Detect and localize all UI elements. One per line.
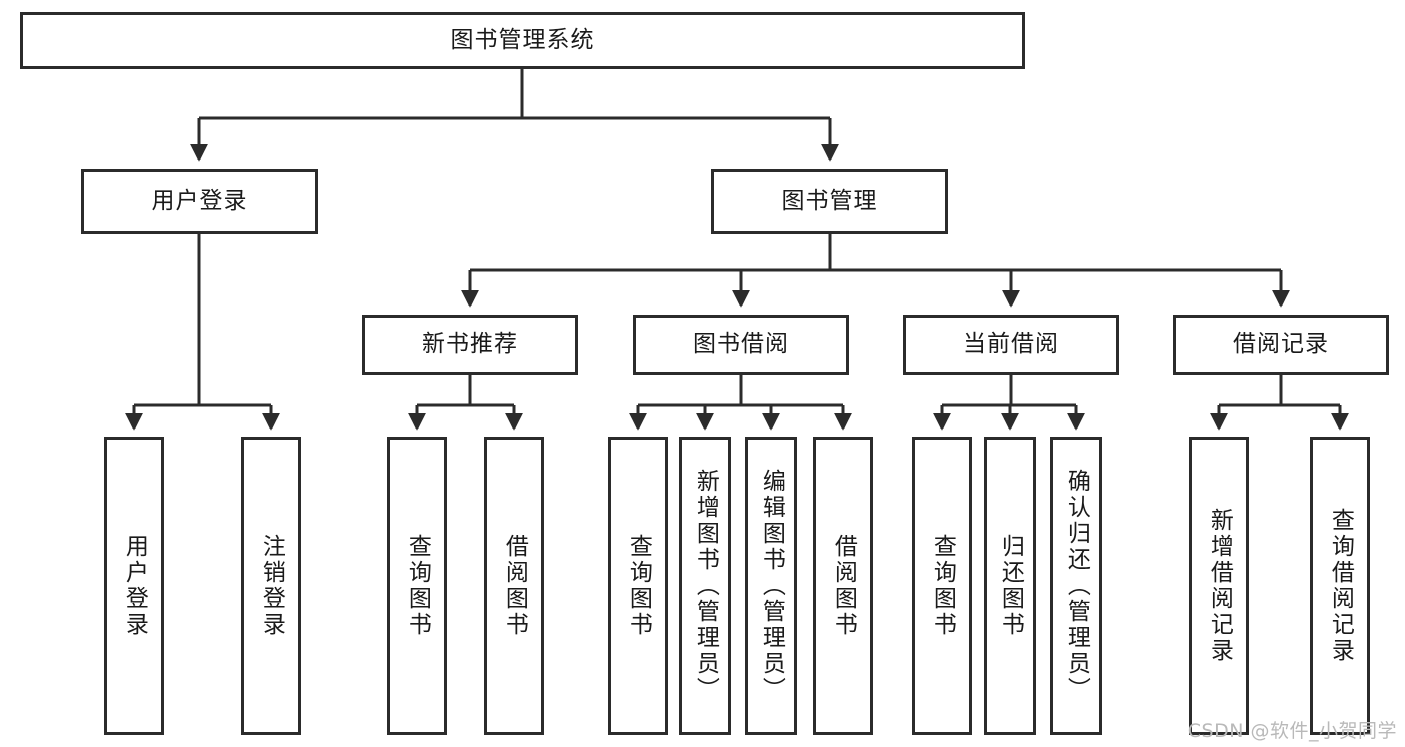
node-leaf-query-book-3[interactable]: 查询图书: [912, 437, 972, 735]
node-borrow-record-label: 借阅记录: [1233, 331, 1329, 358]
node-leaf-borrow-book-2[interactable]: 借阅图书: [813, 437, 873, 735]
node-borrow-record[interactable]: 借阅记录: [1173, 315, 1389, 375]
watermark: CSDN @软件_小贺同学: [1187, 720, 1397, 742]
node-user-login-label: 用户登录: [151, 187, 248, 214]
node-current-borrow[interactable]: 当前借阅: [903, 315, 1119, 375]
node-user-login[interactable]: 用户登录: [81, 169, 318, 234]
node-leaf-query-book-1[interactable]: 查询图书: [387, 437, 447, 735]
node-book-borrow[interactable]: 图书借阅: [633, 315, 849, 375]
node-root-label: 图书管理系统: [450, 26, 595, 53]
node-leaf-add-record[interactable]: 新增借阅记录: [1189, 437, 1249, 735]
node-leaf-borrow-book-1-label: 借阅图书: [501, 534, 528, 638]
node-leaf-query-book-1-label: 查询图书: [404, 534, 431, 638]
node-book-manage-label: 图书管理: [781, 187, 878, 214]
node-leaf-query-book-2-label: 查询图书: [625, 534, 652, 638]
node-leaf-query-record[interactable]: 查询借阅记录: [1310, 437, 1370, 735]
node-leaf-return-book[interactable]: 归还图书: [984, 437, 1036, 735]
node-leaf-user-login-label: 用户登录: [121, 534, 148, 638]
node-leaf-query-book-3-label: 查询图书: [929, 534, 956, 638]
node-new-book-recommend[interactable]: 新书推荐: [362, 315, 578, 375]
node-leaf-query-book-2[interactable]: 查询图书: [608, 437, 668, 735]
node-root[interactable]: 图书管理系统: [20, 12, 1025, 69]
node-leaf-return-book-label: 归还图书: [997, 534, 1024, 638]
node-leaf-add-book[interactable]: 新增图书（管理员）: [679, 437, 731, 735]
node-leaf-borrow-book-1[interactable]: 借阅图书: [484, 437, 544, 735]
node-leaf-confirm-return-label: 确认归还（管理员）: [1063, 469, 1090, 703]
node-leaf-add-book-label: 新增图书（管理员）: [692, 469, 719, 703]
node-leaf-edit-book[interactable]: 编辑图书（管理员）: [745, 437, 797, 735]
node-leaf-user-logout-label: 注销登录: [258, 534, 285, 638]
node-leaf-user-login[interactable]: 用户登录: [104, 437, 164, 735]
node-new-book-recommend-label: 新书推荐: [422, 331, 518, 358]
node-leaf-user-logout[interactable]: 注销登录: [241, 437, 301, 735]
node-current-borrow-label: 当前借阅: [963, 331, 1059, 358]
node-leaf-confirm-return[interactable]: 确认归还（管理员）: [1050, 437, 1102, 735]
node-leaf-query-record-label: 查询借阅记录: [1327, 508, 1354, 664]
node-leaf-borrow-book-2-label: 借阅图书: [830, 534, 857, 638]
node-leaf-add-record-label: 新增借阅记录: [1206, 508, 1233, 664]
node-book-borrow-label: 图书借阅: [693, 331, 789, 358]
node-book-manage[interactable]: 图书管理: [711, 169, 948, 234]
node-leaf-edit-book-label: 编辑图书（管理员）: [758, 469, 785, 703]
